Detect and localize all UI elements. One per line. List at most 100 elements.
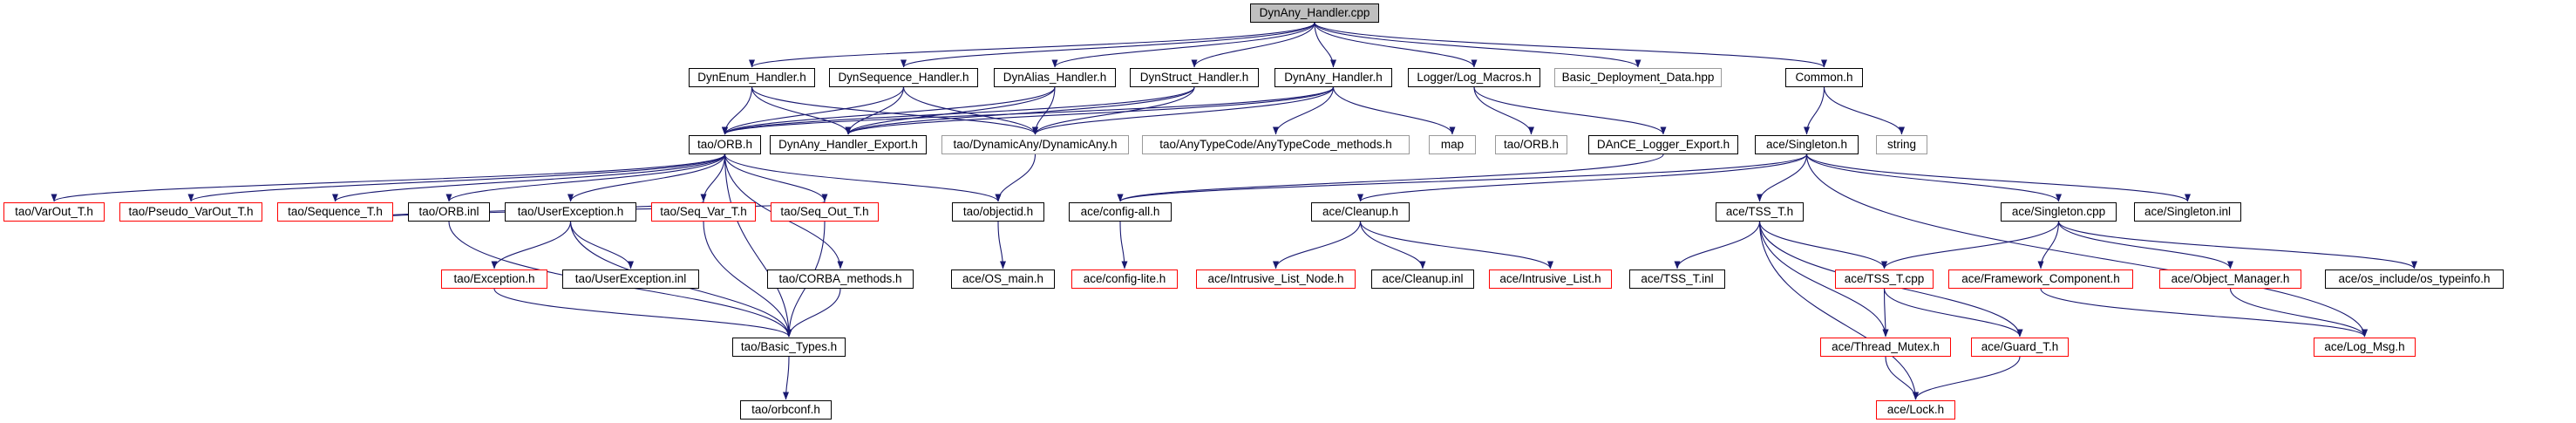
graph-edge bbox=[187, 154, 726, 202]
graph-node[interactable]: ace/Singleton.inl bbox=[2134, 202, 2241, 222]
graph-edge bbox=[845, 86, 1056, 135]
graph-edge bbox=[1117, 154, 1808, 202]
graph-node[interactable]: tao/ORB.inl bbox=[408, 202, 490, 222]
graph-node[interactable]: ace/Cleanup.inl bbox=[1371, 269, 1474, 289]
graph-edge bbox=[703, 221, 792, 338]
graph-node[interactable]: tao/Seq_Var_T.h bbox=[651, 202, 756, 222]
graph-node[interactable]: string bbox=[1876, 135, 1927, 154]
graph-edge bbox=[332, 154, 726, 202]
graph-node[interactable]: DynAny_Handler_Export.h bbox=[770, 135, 927, 154]
graph-node[interactable]: ace/config-all.h bbox=[1069, 202, 1172, 222]
graph-node[interactable]: tao/Exception.h bbox=[441, 269, 547, 289]
graph-node[interactable]: tao/objectid.h bbox=[952, 202, 1044, 222]
graph-node[interactable]: ace/Thread_Mutex.h bbox=[1820, 338, 1951, 357]
graph-edge bbox=[724, 154, 792, 338]
graph-edge bbox=[1314, 22, 1827, 68]
graph-edge bbox=[722, 86, 905, 135]
graph-node[interactable]: Basic_Deployment_Data.hpp bbox=[1554, 68, 1722, 87]
graph-node[interactable]: ace/Cleanup.h bbox=[1311, 202, 1410, 222]
graph-node[interactable]: ace/Intrusive_List.h bbox=[1489, 269, 1612, 289]
graph-node[interactable]: ace/Guard_T.h bbox=[1971, 338, 2069, 357]
graph-edge bbox=[445, 154, 726, 202]
graph-edge bbox=[1273, 221, 1362, 269]
graph-node[interactable]: ace/OS_main.h bbox=[951, 269, 1055, 289]
graph-node[interactable]: tao/orbconf.h bbox=[740, 400, 832, 420]
graph-edge bbox=[1913, 356, 2021, 400]
graph-edge bbox=[751, 86, 1038, 135]
graph-node[interactable]: ace/os_include/os_typeinfo.h bbox=[2325, 269, 2504, 289]
graph-edge bbox=[1882, 288, 1889, 338]
graph-node[interactable]: ace/Lock.h bbox=[1876, 400, 1955, 420]
graph-edge bbox=[1757, 154, 1808, 202]
graph-edge bbox=[2037, 221, 2060, 269]
graph-edge bbox=[1805, 154, 2191, 202]
graph-edge bbox=[1314, 22, 1478, 68]
graph-node[interactable]: tao/Seq_Out_T.h bbox=[771, 202, 879, 222]
graph-node[interactable]: tao/Sequence_T.h bbox=[277, 202, 393, 222]
graph-edge bbox=[491, 221, 572, 269]
graph-edge bbox=[1674, 221, 1761, 269]
graph-node[interactable]: DynEnum_Handler.h bbox=[689, 68, 815, 87]
graph-node[interactable]: DynAlias_Handler.h bbox=[994, 68, 1116, 87]
graph-edge bbox=[995, 154, 1037, 202]
graph-node[interactable]: DynAny_Handler.cpp bbox=[1250, 3, 1379, 23]
graph-node[interactable]: DynSequence_Handler.h bbox=[829, 68, 978, 87]
graph-node[interactable]: ace/Object_Manager.h bbox=[2159, 269, 2301, 289]
graph-node[interactable]: ace/config-lite.h bbox=[1071, 269, 1178, 289]
graph-node[interactable]: ace/TSS_T.h bbox=[1716, 202, 1804, 222]
graph-edge bbox=[724, 154, 1002, 202]
graph-node[interactable]: ace/Log_Msg.h bbox=[2314, 338, 2416, 357]
graph-edge bbox=[569, 221, 634, 269]
graph-edge bbox=[1032, 86, 1335, 135]
graph-node[interactable]: tao/UserException.h bbox=[505, 202, 636, 222]
graph-node[interactable]: map bbox=[1429, 135, 1476, 154]
graph-edge bbox=[724, 154, 828, 202]
graph-node[interactable]: tao/Pseudo_VarOut_T.h bbox=[119, 202, 262, 222]
graph-node[interactable]: Common.h bbox=[1785, 68, 1863, 87]
graph-node[interactable]: tao/ORB.h bbox=[1495, 135, 1567, 154]
graph-edge bbox=[997, 221, 1006, 269]
graph-edge bbox=[751, 86, 852, 135]
graph-edge bbox=[1119, 221, 1128, 269]
graph-node[interactable]: ace/Intrusive_List_Node.h bbox=[1196, 269, 1356, 289]
graph-edge bbox=[901, 22, 1315, 68]
graph-node[interactable]: ace/TSS_T.cpp bbox=[1835, 269, 1934, 289]
graph-edge bbox=[1191, 22, 1315, 68]
graph-node[interactable]: DAnCE_Logger_Export.h bbox=[1588, 135, 1738, 154]
graph-edge bbox=[1359, 221, 1426, 269]
graph-node[interactable]: tao/CORBA_methods.h bbox=[767, 269, 914, 289]
graph-node[interactable]: tao/UserException.inl bbox=[562, 269, 699, 289]
graph-node[interactable]: tao/DynamicAny/DynamicAny.h bbox=[941, 135, 1129, 154]
graph-edge bbox=[722, 86, 1056, 135]
graph-node[interactable]: ace/Singleton.cpp bbox=[2001, 202, 2117, 222]
graph-edge bbox=[1357, 154, 1808, 202]
graph-node[interactable]: ace/Framework_Component.h bbox=[1948, 269, 2133, 289]
graph-edge bbox=[1805, 154, 2368, 338]
graph-node[interactable]: ace/TSS_T.inl bbox=[1629, 269, 1725, 289]
graph-edge bbox=[1758, 221, 1919, 400]
graph-edge bbox=[51, 154, 726, 202]
graph-edge bbox=[783, 356, 790, 400]
graph-edge bbox=[785, 288, 841, 338]
graph-edge bbox=[2229, 288, 2368, 338]
graph-node[interactable]: tao/AnyTypeCode/AnyTypeCode_methods.h bbox=[1142, 135, 1410, 154]
graph-edge bbox=[1332, 86, 1456, 135]
graph-edge bbox=[1804, 86, 1825, 135]
graph-edge bbox=[1758, 221, 1887, 269]
graph-node[interactable]: DynStruct_Handler.h bbox=[1130, 68, 1259, 87]
graph-edge bbox=[1883, 288, 2023, 338]
graph-node[interactable]: tao/VarOut_T.h bbox=[3, 202, 105, 222]
graph-node[interactable]: ace/Singleton.h bbox=[1755, 135, 1859, 154]
graph-edge bbox=[1885, 356, 1919, 400]
graph-edge bbox=[2057, 221, 2417, 269]
graph-node[interactable]: tao/ORB.h bbox=[689, 135, 761, 154]
graph-edge bbox=[1881, 221, 2060, 269]
graph-node[interactable]: tao/Basic_Types.h bbox=[732, 338, 846, 357]
graph-edge bbox=[700, 154, 726, 202]
graph-node[interactable]: DynAny_Handler.h bbox=[1274, 68, 1392, 87]
graph-node[interactable]: Logger/Log_Macros.h bbox=[1408, 68, 1540, 87]
graph-edge bbox=[1051, 22, 1315, 68]
graph-edge bbox=[1273, 86, 1335, 135]
